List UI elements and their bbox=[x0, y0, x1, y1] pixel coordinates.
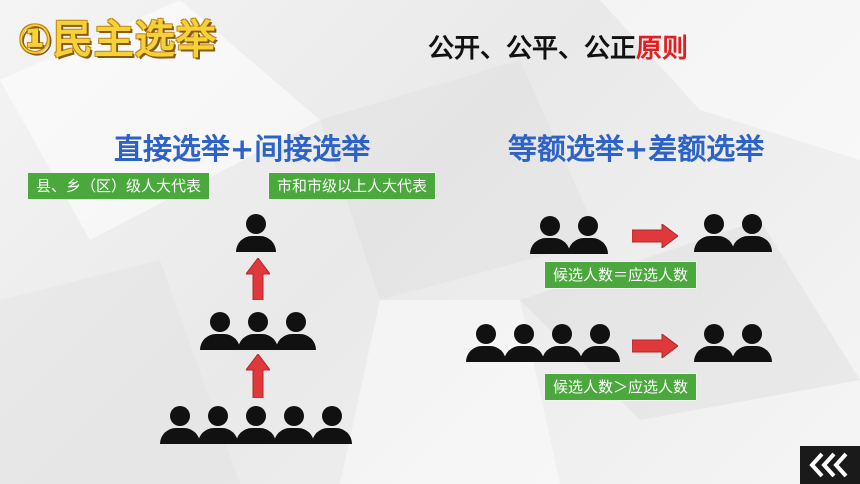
diff-election-label: 候选人数＞应选人数 bbox=[544, 373, 698, 401]
person-icon bbox=[504, 324, 544, 362]
pyramid-top-group bbox=[236, 214, 276, 252]
person-icon bbox=[530, 216, 570, 254]
equal-seats-group bbox=[694, 214, 772, 252]
direct-indirect-heading: 直接选举+间接选举 bbox=[114, 132, 371, 166]
pyramid-middle-group bbox=[200, 312, 316, 350]
person-icon bbox=[198, 406, 238, 444]
person-icon bbox=[694, 214, 734, 252]
diff-seats-group bbox=[694, 324, 772, 362]
right-arrow-icon bbox=[632, 334, 678, 358]
back-chevrons-icon bbox=[809, 452, 848, 478]
person-icon bbox=[732, 324, 772, 362]
equal-diff-heading: 等额选举+差额选举 bbox=[508, 132, 765, 166]
diff-candidates-group bbox=[466, 324, 620, 362]
person-icon bbox=[238, 312, 278, 350]
up-arrow-icon bbox=[246, 258, 270, 300]
equal-candidates-group bbox=[530, 216, 608, 254]
person-icon bbox=[732, 214, 772, 252]
up-arrow-icon bbox=[246, 354, 270, 398]
pyramid-bottom-group bbox=[160, 406, 352, 444]
nav-back-button[interactable] bbox=[800, 446, 860, 484]
principle-prefix: 公开、公平、公正 bbox=[428, 34, 637, 64]
person-icon bbox=[160, 406, 200, 444]
principle-text: 公开、公平、公正原则 bbox=[428, 28, 688, 65]
person-icon bbox=[200, 312, 240, 350]
slide-title: ①民主选举 bbox=[18, 17, 217, 63]
person-icon bbox=[236, 406, 276, 444]
equal-election-label: 候选人数＝应选人数 bbox=[544, 261, 698, 289]
direct-election-tag: 县、乡（区）级人大代表 bbox=[28, 173, 210, 199]
right-arrow-icon bbox=[632, 224, 678, 248]
person-icon bbox=[694, 324, 734, 362]
person-icon bbox=[276, 312, 316, 350]
person-icon bbox=[466, 324, 506, 362]
indirect-election-tag: 市和市级以上人大代表 bbox=[268, 172, 437, 200]
person-icon bbox=[542, 324, 582, 362]
person-icon bbox=[312, 406, 352, 444]
person-icon bbox=[274, 406, 314, 444]
person-icon bbox=[580, 324, 620, 362]
person-icon bbox=[568, 216, 608, 254]
person-icon bbox=[236, 214, 276, 252]
principle-highlight: 原则 bbox=[636, 34, 689, 64]
